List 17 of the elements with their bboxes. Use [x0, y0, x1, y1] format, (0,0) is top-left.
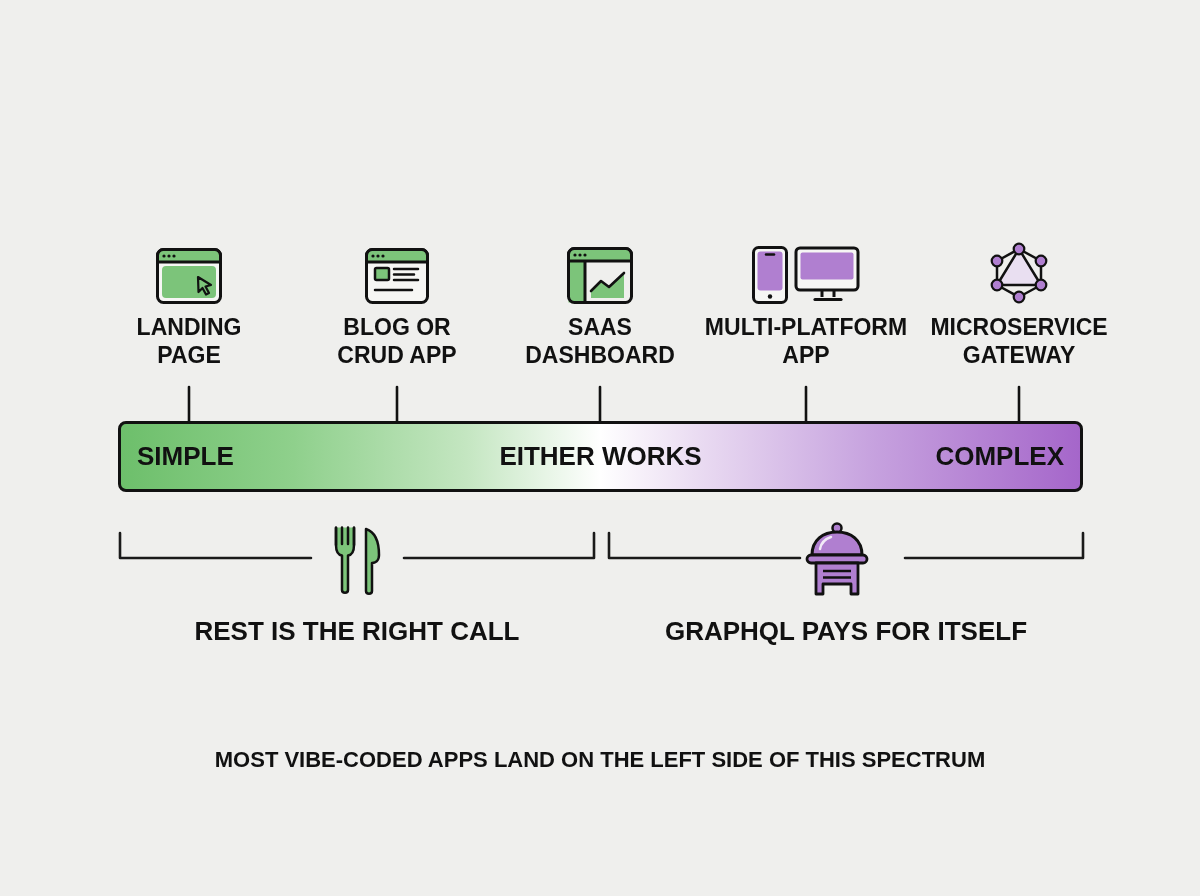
spectrum-bar: [118, 421, 1083, 492]
connector-line: [395, 385, 399, 423]
scale-end-label: SIMPLE: [137, 440, 234, 473]
category-label: MICROSERVICE GATEWAY: [929, 313, 1109, 369]
connector-line: [598, 385, 602, 423]
bracket-label: REST IS THE RIGHT CALL: [194, 615, 520, 647]
category-label: LANDING PAGE: [135, 313, 243, 369]
connector-line: [1017, 385, 1021, 423]
scale-end-label: COMPLEX: [935, 440, 1064, 473]
category-label: MULTI-PLATFORM APP: [703, 313, 909, 369]
category-label: SAAS DASHBOARD: [524, 313, 676, 369]
connector-line: [804, 385, 808, 423]
bracket-label: GRAPHQL PAYS FOR ITSELF: [664, 615, 1028, 647]
connector-line: [187, 385, 191, 423]
scale-middle-label: EITHER WORKS: [499, 440, 702, 473]
category-label: BLOG OR CRUD APP: [336, 313, 458, 369]
caption-text: MOST VIBE-CODED APPS LAND ON THE LEFT SIDE OF THIS SPECTRUM: [214, 747, 986, 773]
